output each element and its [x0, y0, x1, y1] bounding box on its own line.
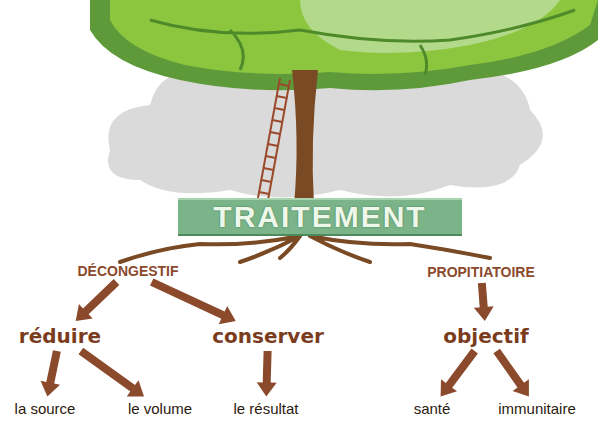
node-text: immunitaire — [498, 400, 576, 417]
canopy-shadow — [90, 0, 598, 90]
category-label: PROPITIATOIRE — [427, 264, 535, 280]
block-arrow — [257, 351, 277, 397]
action-label: réduire — [19, 324, 101, 348]
roots — [120, 236, 490, 262]
node-text: le résultat — [233, 400, 298, 417]
block-arrow — [76, 279, 120, 321]
leaf-label: le volume — [128, 400, 192, 417]
leaf-label: santé — [414, 400, 451, 417]
node-text: réduire — [19, 324, 101, 348]
leaf-label: immunitaire — [498, 400, 576, 417]
leaf-label: la source — [15, 400, 76, 417]
block-arrow — [79, 348, 145, 397]
block-arrow — [41, 350, 61, 396]
action-label: conserver — [212, 324, 324, 348]
block-arrow — [150, 278, 236, 324]
ladder — [258, 78, 290, 200]
node-text: DÉCONGESTIF — [77, 263, 178, 279]
node-text: objectif — [443, 324, 528, 348]
trunk — [292, 70, 318, 205]
node-text: santé — [414, 400, 451, 417]
node-text: TRAITEMENT — [178, 200, 462, 234]
block-arrow — [441, 349, 478, 397]
block-arrow — [474, 283, 494, 321]
block-arrow — [493, 349, 529, 397]
leaf-label: le résultat — [233, 400, 298, 417]
node-text: le volume — [128, 400, 192, 417]
node-text: la source — [15, 400, 76, 417]
category-label: DÉCONGESTIF — [77, 263, 178, 279]
leaf-veins — [150, 10, 575, 75]
title-band: TRAITEMENT — [178, 198, 462, 236]
node-text: conserver — [212, 324, 324, 348]
node-text: PROPITIATOIRE — [427, 264, 535, 280]
action-label: objectif — [443, 324, 528, 348]
